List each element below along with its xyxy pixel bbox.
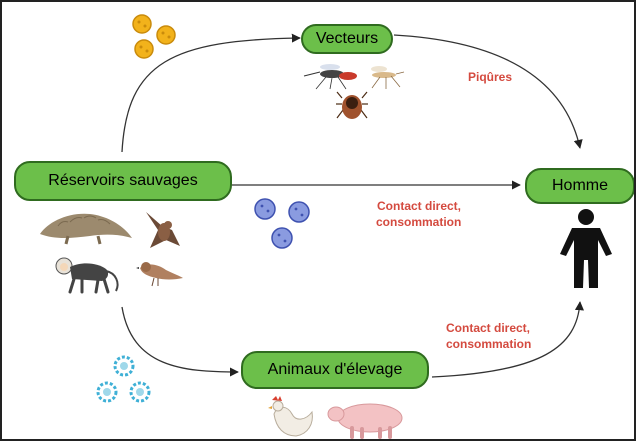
monkey-icon	[55, 257, 119, 294]
label-consommation-1: consommation	[376, 215, 462, 229]
pig-icon	[327, 403, 403, 439]
arrow-reservoirs-to-vecteurs	[121, 33, 301, 153]
label-contact-direct-2: Contact direct,	[446, 321, 531, 335]
label-contact-direct-1: Contact direct,	[377, 199, 462, 213]
cyan-virus-icon	[96, 355, 151, 403]
bat-icon	[146, 212, 180, 248]
label-piqures: Piqûres	[468, 70, 513, 84]
blue-virus-icon	[254, 198, 310, 249]
tick-icon	[336, 91, 368, 119]
pangolin-icon	[40, 213, 132, 245]
arrow-animaux-to-homme	[431, 301, 584, 378]
yellow-virus-icon	[132, 14, 176, 59]
node-homme: Homme	[525, 168, 634, 204]
label-consommation-2: consommation	[446, 337, 532, 351]
mosquito-icon	[303, 64, 357, 90]
human-silhouette-icon	[560, 209, 612, 288]
rooster-icon	[268, 396, 313, 437]
node-vecteurs: Vecteurs	[301, 24, 393, 54]
node-reservoirs-sauvages: Réservoirs sauvages	[14, 161, 232, 201]
node-animaux-elevage: Animaux d'élevage	[241, 351, 429, 389]
insect-icon	[371, 66, 405, 89]
bird-icon	[136, 262, 183, 287]
arrow-vecteurs-to-homme	[393, 34, 583, 149]
arrow-reservoirs-to-animaux	[121, 306, 239, 377]
